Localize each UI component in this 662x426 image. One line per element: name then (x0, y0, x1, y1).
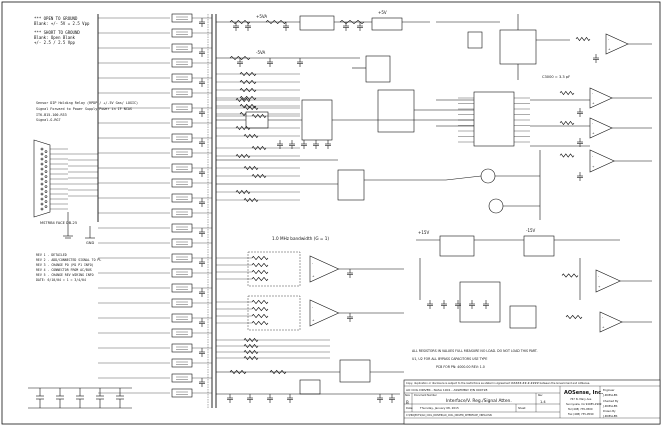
sheet-title: Interface/V. Reg./Signal Atten. (446, 398, 512, 404)
bandwidth-note: 1.0 MHz bandwidth (G = 1) (272, 236, 329, 241)
rail-label: +5V (378, 10, 387, 15)
regulator-block (299, 15, 335, 31)
signal-bus (97, 14, 217, 408)
svg-text:-: - (312, 305, 313, 309)
svg-text:-: - (312, 261, 313, 265)
transistor-cluster (445, 150, 541, 220)
note-line: REV 5 - CHANGE REV WIRING INFO (36, 273, 94, 277)
note-line: REV 4 - CONNECTOR FROM AC/BUS (36, 268, 92, 272)
company-city: Sunnyvale, CA 94085-2909 (566, 402, 602, 406)
notes-mid-left: Sensor DIP Holding Relay (RPDP / +/-5V G… (36, 101, 138, 122)
svg-text:+: + (592, 101, 595, 105)
output-opamps: - + - + - + - + (559, 33, 652, 181)
svg-text:+: + (608, 47, 611, 51)
checked-label: Checked By (603, 399, 619, 403)
svg-text:-: - (592, 121, 593, 125)
rail-label: +15V (418, 230, 429, 235)
company-fax: Fax (408) 735-9590 (568, 412, 594, 416)
digital-ic (352, 55, 476, 133)
switch-section (216, 97, 474, 203)
note-line: *** OPEN TO GROUND (34, 16, 78, 21)
checked-name: J.ROELLER (602, 404, 618, 408)
db25-connector: MSTRB4 FACE DB-25 GND (33, 139, 98, 245)
date-value: Thursday, January 08, 2015 (419, 406, 459, 410)
note-line: REV 1 - DETAILED (36, 253, 67, 257)
note-line: Blank: +/- 5V = 2.5 Vpp (34, 21, 90, 26)
note-line: ITK-B15-100-R33 (36, 113, 67, 117)
mfg-note: PCB FOR PN: 4000.00 REV: 1.0 (436, 365, 485, 369)
sheet-label: Sheet (518, 406, 526, 410)
drawn-label: Drawn By (603, 409, 616, 413)
svg-text:-: - (592, 91, 593, 95)
company-name: AOSense, Inc. (564, 390, 603, 396)
engineer-name: J.ROELLER (602, 393, 618, 397)
engineer-label: Engineer (603, 388, 615, 392)
note-line: Signal Forward to Power Supply Power in … (36, 107, 132, 111)
doc-label: Document Number (414, 394, 437, 397)
svg-text:+: + (312, 318, 315, 322)
rail-label: -15V (526, 228, 536, 233)
rail-label: -5VA (256, 50, 265, 55)
dac-ic (436, 91, 590, 147)
emi-filter-rows (98, 13, 212, 398)
svg-text:+: + (592, 131, 595, 135)
svg-text:-: - (608, 37, 609, 41)
note-line: Sensor DIP Holding Relay (RPDP / +/-5V G… (36, 101, 138, 105)
svg-text:+: + (312, 274, 315, 278)
lower-right-regulators: +15V -15V (416, 228, 620, 300)
bypass-capacitors (28, 387, 132, 409)
notes-bottom-left: REV 1 - DETAILED REV 2 - ADD/CONNECTED S… (36, 253, 101, 282)
company-phone: Tel (408) 735-9500 (568, 407, 593, 411)
title-block: Copy, duplication or disclosure is subje… (403, 379, 661, 425)
drawn-name: J.ROELLER (602, 414, 618, 418)
rev-label: Rev (538, 394, 543, 397)
note-line: DATE: 6/10/04 = 1 = 3/4/04 (36, 278, 86, 282)
notes-top-left: *** OPEN TO GROUND Blank: +/- 5V = 2.5 V… (34, 16, 90, 45)
svg-text:-: - (592, 154, 593, 158)
note-line: *** SHORT TO GROUND (34, 30, 80, 35)
note-line: REV 2 - ADD/CONNECTED SIGNAL TO PL (36, 258, 101, 262)
project-name: AO COIL DRIVER - NASA 1901 - ASSEMBLY P/… (406, 388, 487, 392)
ic-note: U1, U2 FOR ALL BYPASS CAPACITORS USE TYP… (412, 357, 487, 361)
note-line: REV 3 - CHANGE PO (M1 P1 INFO) (36, 263, 94, 267)
bottom-middle-components (216, 359, 404, 403)
size-value: B (406, 400, 409, 405)
note-line: Blank: Open Blank (34, 35, 76, 40)
gnd-label: GND (86, 241, 94, 245)
svg-text:-: - (598, 274, 599, 278)
svg-text:-: - (602, 315, 603, 319)
regulator-block (371, 17, 403, 31)
svg-text:+: + (592, 165, 595, 169)
resistor-note: ALL RESISTORS IN VALUES FULL MEASURE NO … (412, 349, 538, 353)
file-path: C:\PROJECTS\AO_COIL_DRIVER\AO_COIL_DRIVE… (406, 414, 492, 417)
copyright-notice: Copy, duplication or disclosure is subje… (406, 381, 590, 385)
regulator-top: +5VA -5VA +5V (216, 10, 430, 117)
rail-label: +5VA (256, 14, 267, 19)
size-label: Size (405, 394, 410, 397)
svg-text:+: + (598, 285, 601, 289)
date-label: Date: (406, 406, 413, 410)
company-address: 767 N. Mary Ave (570, 397, 592, 401)
notes-right: ALL RESISTORS IN VALUES FULL MEASURE NO … (412, 349, 538, 369)
rev-value: 1.4 (540, 400, 546, 404)
note-line: Signal-G-RG7 (36, 118, 61, 122)
svg-text:+: + (602, 325, 605, 329)
right-lower-opamps: - + - + (427, 269, 652, 333)
reference-ic (436, 14, 570, 80)
connector-label: MSTRB4 FACE DB-25 (40, 221, 77, 225)
cap-note: C3000 = 3.3 pF (542, 75, 570, 79)
note-line: +/- 2.5 / 2.5 Vpp (34, 40, 76, 45)
signal-attenuator-stages: - + - + (216, 251, 404, 361)
